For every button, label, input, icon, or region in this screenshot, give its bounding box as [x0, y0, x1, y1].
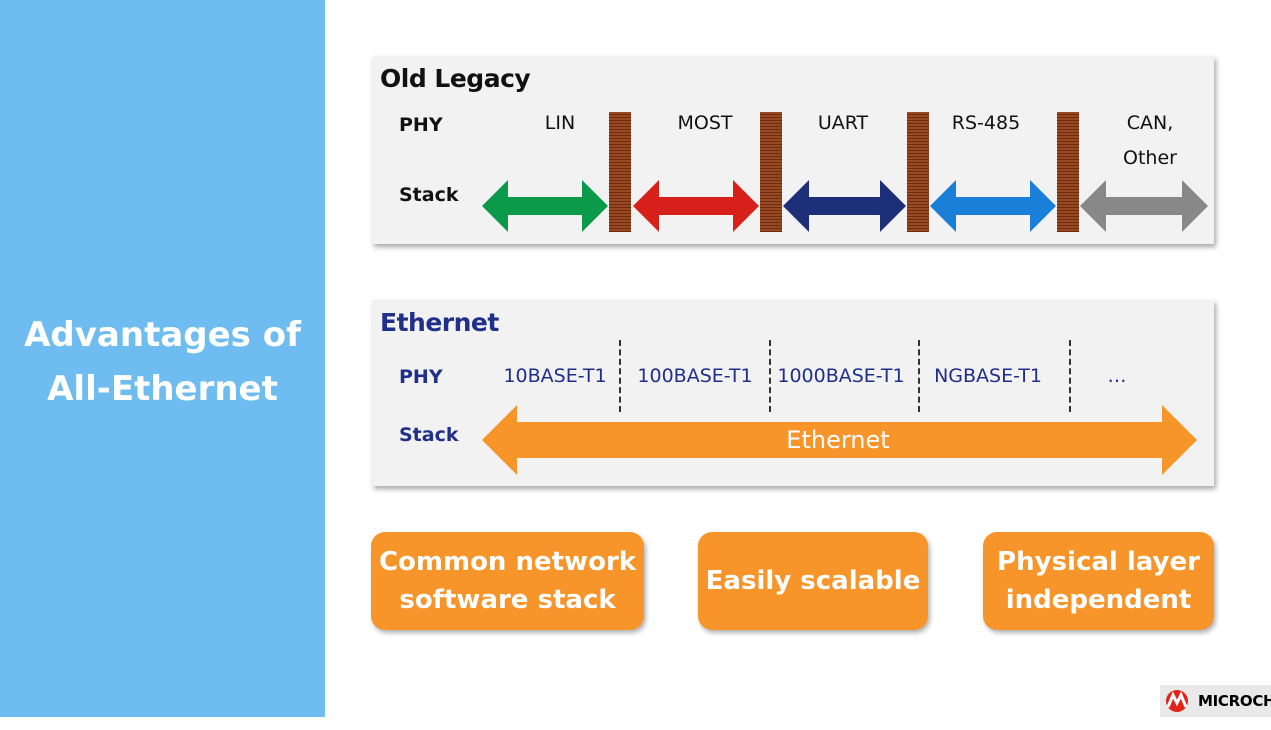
legacy-arrows	[482, 180, 1208, 232]
phy-lin: LIN	[544, 112, 576, 134]
phy-divider	[918, 340, 920, 412]
badge-phy-independent: Physical layer independent	[983, 532, 1214, 630]
phy-ellipsis: …	[1107, 365, 1127, 387]
badge-scalable-line1: Easily scalable	[705, 566, 921, 596]
phy-can-line2: Other	[1123, 147, 1177, 169]
stack-arrow-0	[482, 180, 608, 232]
phy-can-other: CAN, Other	[1090, 106, 1210, 176]
phy-uart: UART	[817, 112, 869, 134]
badge-phy-line1: Physical layer	[997, 547, 1200, 577]
ethernet-stack-arrow: Ethernet	[482, 405, 1197, 475]
stack-arrow-1	[633, 180, 759, 232]
sidebar-panel: Advantages of All-Ethernet	[0, 0, 325, 717]
separator-bar	[760, 112, 782, 232]
stack-arrow-3	[930, 180, 1056, 232]
phy-divider	[619, 340, 621, 412]
phy-divider	[769, 340, 771, 412]
badge-phy-line2: independent	[1005, 585, 1192, 615]
slide-title: Advantages of All-Ethernet	[0, 308, 325, 416]
microchip-logo: MICROCHIP	[1160, 685, 1271, 717]
phy-can-line1: CAN,	[1126, 112, 1174, 134]
slide-title-line2: All-Ethernet	[47, 369, 278, 409]
ethernet-title: Ethernet	[380, 308, 499, 337]
separator-bar	[907, 112, 929, 232]
badge-common-line1: Common network	[378, 547, 637, 577]
phy-100base-t1: 100BASE-T1	[637, 365, 753, 387]
phy-10base-t1: 10BASE-T1	[503, 365, 607, 387]
phy-rs485: RS-485	[951, 112, 1021, 134]
ethernet-phy-label: PHY	[399, 366, 443, 388]
stack-arrow-4	[1080, 180, 1208, 232]
phy-1000base-t1: 1000BASE-T1	[777, 365, 905, 387]
ethernet-stack-text: Ethernet	[786, 426, 889, 454]
ethernet-panel: Ethernet PHY Stack 10BASE-T1 100BASE-T1 …	[372, 300, 1214, 486]
slide-title-line1: Advantages of	[24, 315, 301, 355]
badge-common-stack: Common network software stack	[371, 532, 644, 630]
legacy-stack-label: Stack	[399, 184, 459, 206]
phy-most: MOST	[677, 112, 733, 134]
badge-common-line2: software stack	[399, 585, 616, 615]
legacy-panel: Old Legacy PHY Stack LIN MOST UART RS-48…	[372, 56, 1214, 244]
separator-bar	[609, 112, 631, 232]
microchip-logo-icon	[1166, 690, 1188, 712]
separator-bar	[1057, 112, 1079, 232]
stack-arrow-2	[783, 180, 906, 232]
legacy-title: Old Legacy	[380, 64, 531, 93]
legacy-phy-label: PHY	[399, 114, 443, 136]
microchip-logo-text: MICROCHIP	[1198, 692, 1271, 710]
badge-scalable: Easily scalable	[698, 532, 928, 630]
phy-divider	[1069, 340, 1071, 412]
ethernet-stack-label: Stack	[399, 424, 459, 446]
phy-ngbase-t1: NGBASE-T1	[934, 365, 1042, 387]
